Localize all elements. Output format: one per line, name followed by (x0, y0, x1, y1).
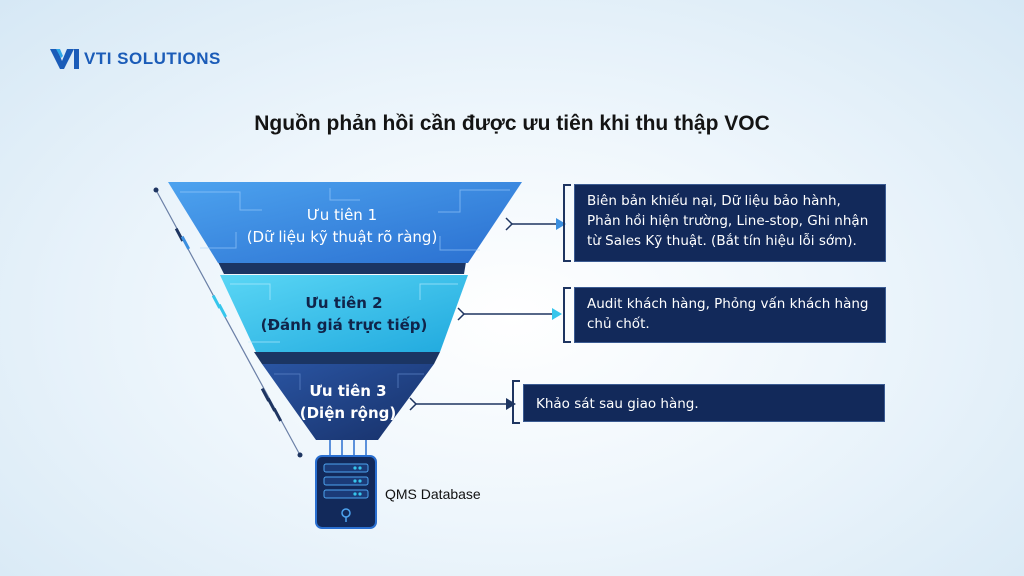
tier-1-description-box: Biên bản khiếu nại, Dữ liệu bảo hành, Ph… (574, 184, 886, 262)
funnel-tier-1-shape (168, 182, 522, 263)
vti-logo-icon (50, 49, 79, 69)
tier-3-title: Ưu tiên 3 (309, 382, 387, 400)
database-label: QMS Database (385, 486, 481, 502)
funnel-tier-2-shape (220, 275, 468, 352)
connector-2 (457, 307, 562, 321)
tier-2-title: Ưu tiên 2 (305, 294, 383, 312)
tier-3-description: Khảo sát sau giao hàng. (536, 396, 699, 412)
box-3-bracket (512, 380, 520, 424)
server-icon (315, 455, 377, 529)
tier-1-subtitle: (Dữ liệu kỹ thuật rõ ràng) (246, 228, 438, 246)
connector-1 (505, 217, 566, 231)
tier-1-label: Ưu tiên 1 (Dữ liệu kỹ thuật rõ ràng) (218, 204, 466, 248)
connector-3 (409, 397, 516, 411)
tier-1-title: Ưu tiên 1 (306, 206, 378, 224)
tier-2-description-box: Audit khách hàng, Phỏng vấn khách hàng c… (574, 287, 886, 343)
funnel-band-1 (218, 262, 466, 274)
brand-logo: VTI SOLUTIONS (50, 48, 221, 70)
tier-3-subtitle: (Diện rộng) (299, 404, 397, 422)
tier-3-label: Ưu tiên 3 (Diện rộng) (272, 380, 424, 424)
tier-2-label: Ưu tiên 2 (Đánh giá trực tiếp) (228, 292, 460, 336)
tier-2-description: Audit khách hàng, Phỏng vấn khách hàng c… (587, 296, 869, 332)
tier-1-description: Biên bản khiếu nại, Dữ liệu bảo hành, Ph… (587, 193, 869, 249)
box-2-bracket (563, 287, 571, 343)
box-1-bracket (563, 184, 571, 262)
brand-name: VTI SOLUTIONS (84, 49, 221, 68)
funnel-tier-3-shape (262, 364, 434, 440)
tier-2-subtitle: (Đánh giá trực tiếp) (260, 316, 428, 334)
page-title: Nguồn phản hồi cần được ưu tiên khi thu … (254, 112, 770, 135)
tier-3-description-box: Khảo sát sau giao hàng. (523, 384, 885, 422)
funnel-band-2 (254, 352, 440, 364)
